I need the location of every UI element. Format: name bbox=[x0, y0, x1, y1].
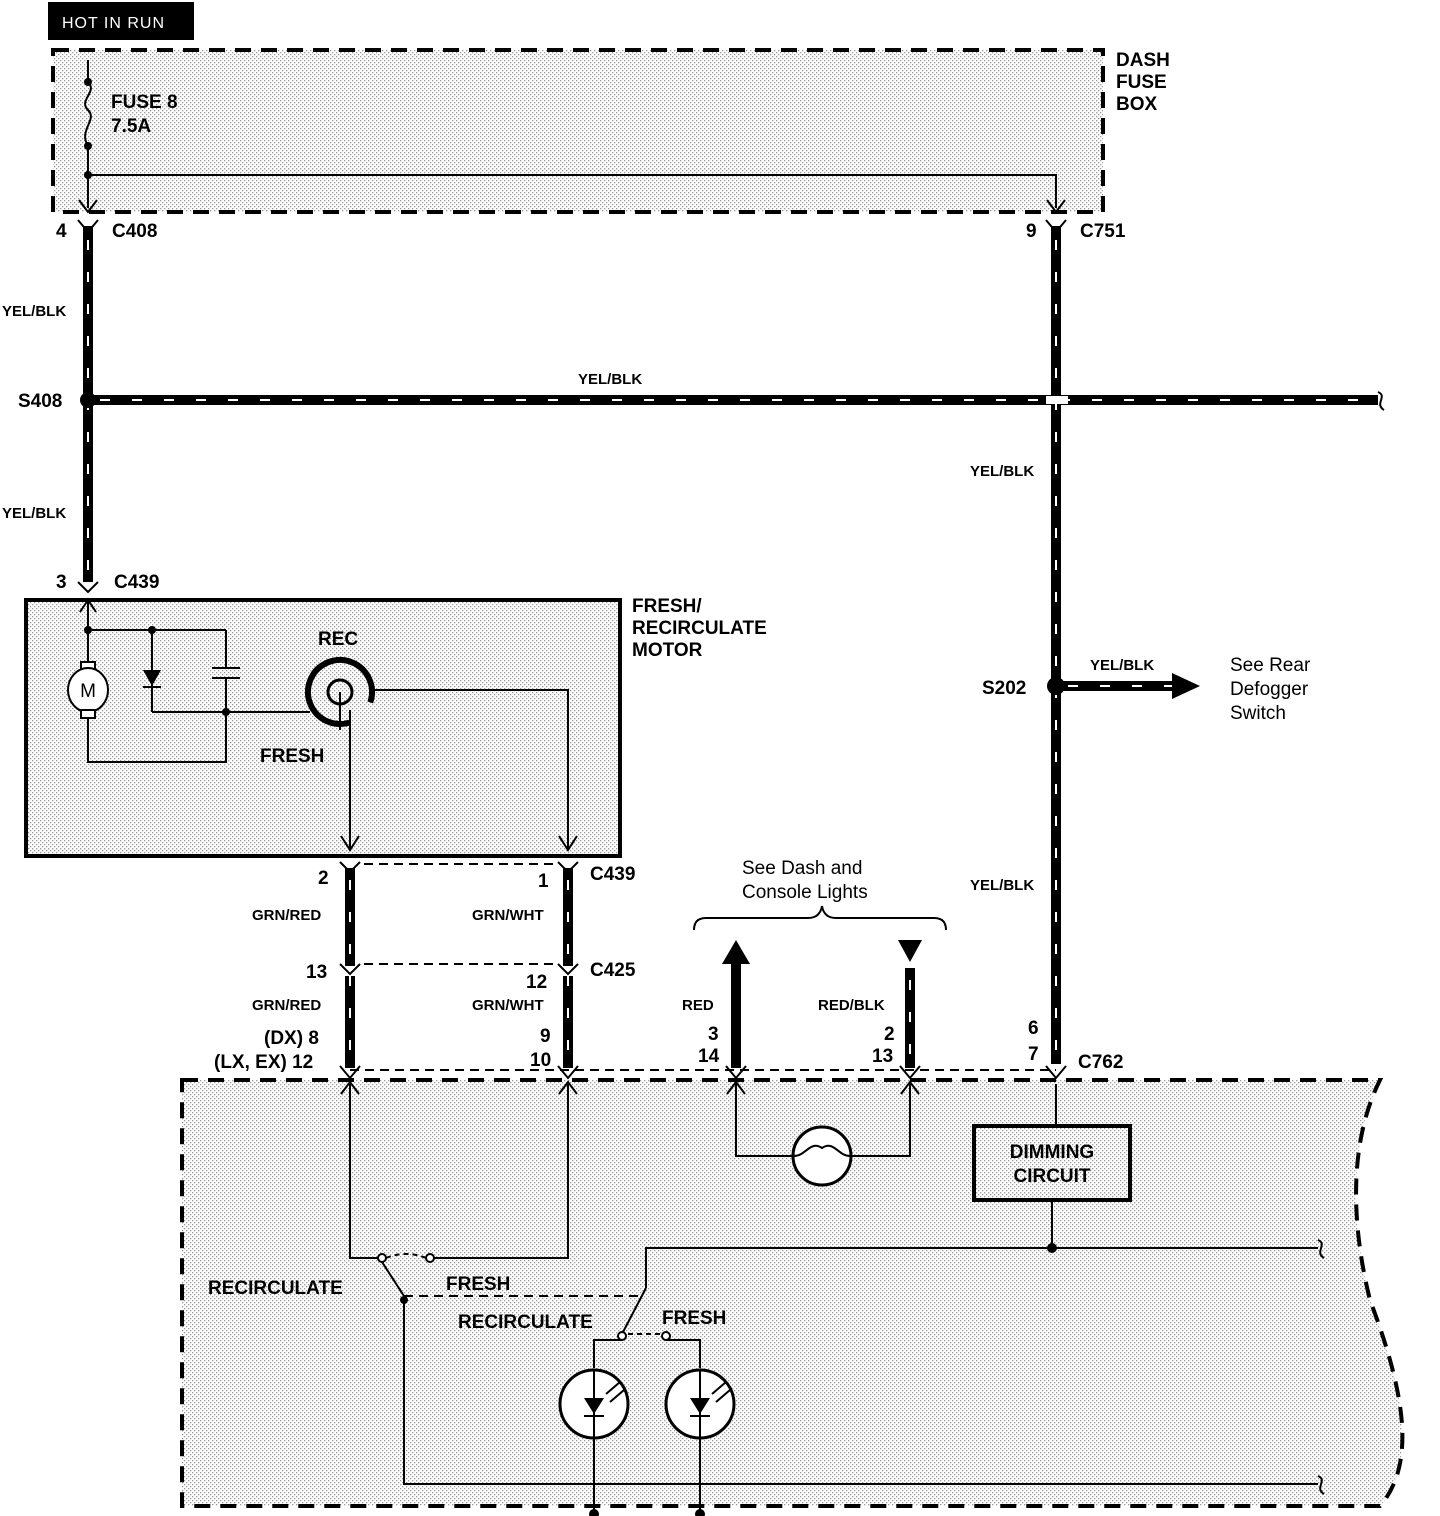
fuse-box-title-2: FUSE bbox=[1116, 72, 1167, 93]
wire-label-grn-red-1: GRN/RED bbox=[252, 907, 321, 924]
hot-in-run-label: HOT IN RUN bbox=[62, 15, 165, 32]
fuse-rating: 7.5A bbox=[111, 116, 151, 137]
grn-wht-pin-line1: 9 bbox=[540, 1026, 551, 1047]
c439-bottom-label: C439 bbox=[590, 864, 635, 885]
dash-fuse-box bbox=[51, 48, 1105, 214]
hot-in-run-tag bbox=[48, 2, 194, 40]
dimming-circuit-box bbox=[972, 1124, 1132, 1202]
red-pin-line1: 3 bbox=[708, 1024, 719, 1045]
fresh-recirculate-motor-box bbox=[24, 598, 622, 858]
s202-label: S202 bbox=[982, 678, 1026, 699]
c439-bottom-pin-right: 1 bbox=[538, 871, 549, 892]
wire-label-grn-wht-2: GRN/WHT bbox=[472, 997, 544, 1014]
switch1-fresh-label: FRESH bbox=[446, 1274, 510, 1295]
rec-label: REC bbox=[318, 629, 358, 650]
diode-icon bbox=[143, 670, 161, 686]
switch2-fresh-label: FRESH bbox=[662, 1308, 726, 1329]
rear-defogger-ref-2: Defogger bbox=[1230, 679, 1309, 700]
red-blk-pin-line2: 13 bbox=[872, 1046, 893, 1067]
grn-wht-pin-line2: 10 bbox=[530, 1050, 551, 1071]
dash-lights-ref-1: See Dash and bbox=[742, 858, 862, 879]
c751-label: C751 bbox=[1080, 221, 1126, 242]
c751-pin: 9 bbox=[1026, 221, 1037, 242]
c762-label: C762 bbox=[1078, 1052, 1123, 1073]
switch1-recirculate-label: RECIRCULATE bbox=[208, 1278, 343, 1299]
fresh-label-motor: FRESH bbox=[260, 746, 324, 767]
fuse-box-title-1: DASH bbox=[1116, 50, 1170, 71]
switch2-recirculate-label: RECIRCULATE bbox=[458, 1312, 593, 1333]
motor-title-3: MOTOR bbox=[632, 640, 703, 661]
wire-label-grn-red-2: GRN/RED bbox=[252, 997, 321, 1014]
dash-lights-ref-2: Console Lights bbox=[742, 882, 868, 903]
wire-label-grn-wht-1: GRN/WHT bbox=[472, 907, 544, 924]
wire-label-yel-blk-4: YEL/BLK bbox=[970, 463, 1034, 480]
c762-pin-b: 7 bbox=[1028, 1044, 1039, 1065]
c425-pin-left: 13 bbox=[306, 962, 327, 983]
rear-defogger-ref-1: See Rear bbox=[1230, 655, 1311, 676]
dash-lights-brace bbox=[693, 905, 947, 931]
fuse-icon bbox=[84, 81, 92, 147]
fuse-name: FUSE 8 bbox=[111, 92, 178, 113]
splice-s408 bbox=[80, 392, 96, 408]
c408-label: C408 bbox=[112, 221, 157, 242]
grn-red-pin-line1: (DX) 8 bbox=[264, 1028, 319, 1049]
switch1-blade bbox=[381, 1261, 405, 1297]
motor-title-2: RECIRCULATE bbox=[632, 618, 767, 639]
dimming-title-1: DIMMING bbox=[1010, 1142, 1094, 1163]
motor-title-1: FRESH/ bbox=[632, 596, 702, 617]
arrow-up-icon bbox=[722, 940, 750, 964]
c439-top-pin: 3 bbox=[56, 572, 67, 593]
c408-pin: 4 bbox=[56, 221, 67, 242]
s408-label: S408 bbox=[18, 391, 62, 412]
rear-defogger-ref-3: Switch bbox=[1230, 703, 1286, 724]
wire-label-yel-blk-1: YEL/BLK bbox=[2, 303, 66, 320]
motor-symbol: M bbox=[80, 681, 96, 702]
c425-label: C425 bbox=[590, 960, 636, 981]
wire-label-red: RED bbox=[682, 997, 714, 1014]
dimming-title-2: CIRCUIT bbox=[1013, 1166, 1090, 1187]
switch2-blade bbox=[621, 1287, 647, 1335]
arrow-down-icon bbox=[898, 940, 922, 962]
bulb-icon bbox=[791, 1125, 853, 1187]
red-blk-pin-line1: 2 bbox=[884, 1024, 895, 1045]
wire-label-yel-blk-6: YEL/BLK bbox=[1090, 657, 1154, 674]
c439-bottom-pin-left: 2 bbox=[318, 868, 329, 889]
grn-red-pin-line2: (LX, EX) 12 bbox=[214, 1052, 313, 1073]
wire-label-red-blk: RED/BLK bbox=[818, 997, 885, 1014]
control-unit-box bbox=[180, 1078, 1405, 1508]
wire-label-yel-blk-2: YEL/BLK bbox=[2, 505, 66, 522]
switch-icon bbox=[305, 657, 375, 727]
arrow-right-icon bbox=[1172, 673, 1200, 699]
c425-pin-right: 12 bbox=[526, 972, 547, 993]
fuse-box-title-3: BOX bbox=[1116, 94, 1158, 115]
red-pin-line2: 14 bbox=[698, 1046, 720, 1067]
c762-pin-a: 6 bbox=[1028, 1018, 1039, 1039]
c439-top-label: C439 bbox=[114, 572, 159, 593]
wire-label-yel-blk-5: YEL/BLK bbox=[970, 877, 1034, 894]
wire-label-yel-blk-3: YEL/BLK bbox=[578, 371, 642, 388]
